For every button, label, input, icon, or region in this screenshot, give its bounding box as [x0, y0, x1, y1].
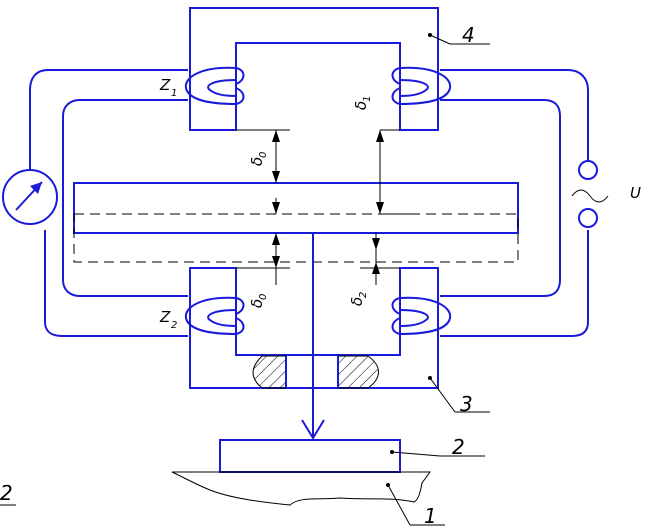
label-gap-upper-left: δ 0 [248, 152, 269, 166]
supply-ac-symbol [571, 189, 609, 203]
probe-tip [301, 419, 325, 440]
label-base: 1 [424, 504, 437, 528]
supply-terminal-top [578, 160, 598, 180]
meter-arrow-icon [15, 181, 43, 211]
svg-text:δ: δ [348, 297, 366, 306]
coil-inner-wire-left [62, 99, 188, 297]
label-supply: U [630, 184, 641, 202]
label-coil-z1: Z [159, 76, 171, 94]
label-corner-mark: 2 [0, 481, 13, 505]
label-coil-z2-sub: 2 [171, 320, 177, 331]
coil-right-wire-outer [440, 69, 589, 160]
label-gap-lower-right: δ 2 [348, 292, 369, 306]
label-gap-upper-right: δ 1 [352, 96, 373, 110]
coil-z1-right [391, 66, 452, 105]
coil-right-wire-lower [440, 230, 589, 337]
meter [2, 169, 58, 225]
armature-plate [73, 182, 519, 234]
coil-z1-left [184, 66, 245, 105]
upper-core [189, 7, 439, 131]
svg-text:2: 2 [358, 292, 369, 298]
label-coil-z1-sub: 1 [171, 88, 177, 99]
svg-text:0: 0 [258, 294, 269, 300]
label-part: 2 [452, 435, 465, 459]
armature-displaced [73, 213, 519, 263]
label-core-upper: 4 [462, 23, 475, 47]
gap-dimensions [236, 129, 420, 285]
svg-text:δ: δ [248, 299, 266, 308]
part-2 [219, 439, 401, 473]
lower-core-supports [252, 355, 379, 389]
coil-z1-wire [29, 69, 188, 337]
supply-terminal-bottom [578, 208, 598, 228]
svg-text:0: 0 [258, 152, 269, 158]
svg-text:1: 1 [362, 96, 373, 102]
label-core-lower: 3 [460, 392, 473, 416]
leader-lines [386, 33, 490, 526]
base-1 [171, 471, 431, 506]
label-coil-z2: Z [159, 308, 171, 326]
svg-text:δ: δ [352, 101, 370, 110]
coil-z2-right [391, 296, 452, 335]
label-gap-lower-left: δ 0 [248, 294, 269, 308]
coil-z2-left [184, 296, 245, 335]
coil-right-wire-inner [440, 99, 561, 297]
svg-text:δ: δ [248, 157, 266, 166]
